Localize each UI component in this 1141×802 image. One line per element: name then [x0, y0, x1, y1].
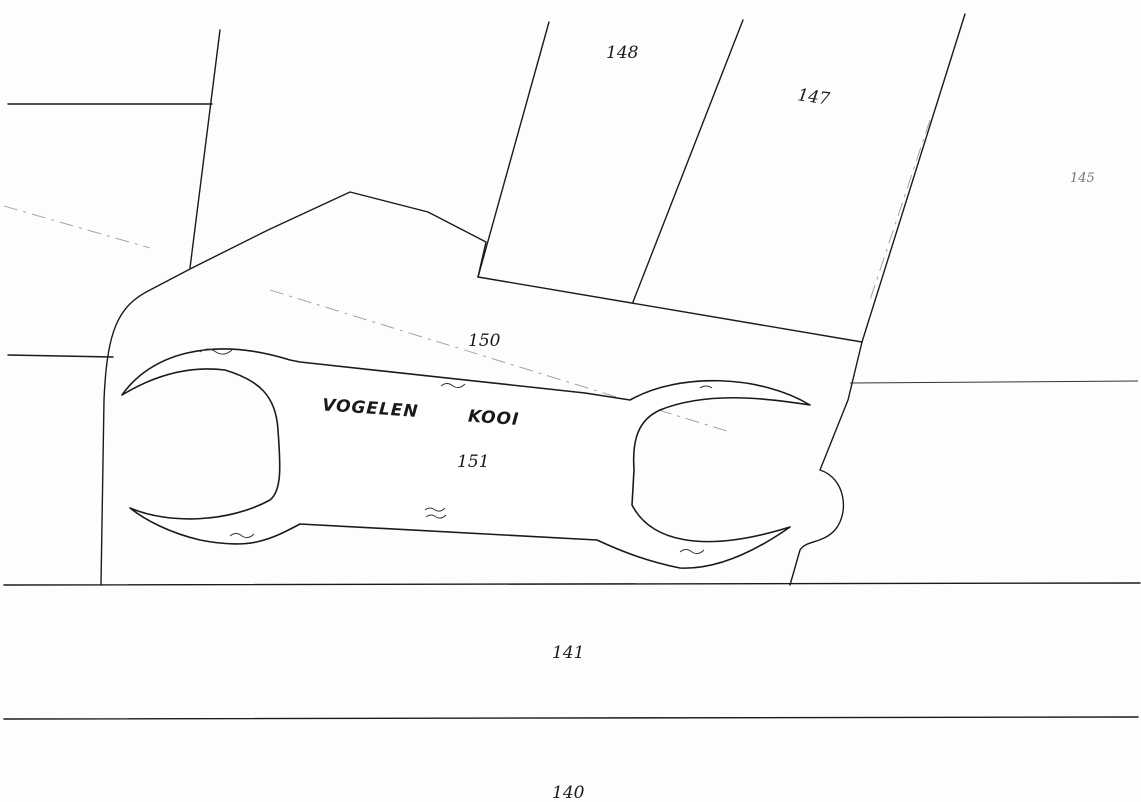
parcel-label-141: 141: [552, 643, 584, 663]
water-mark-6: [699, 385, 713, 389]
boundary-top-left-vertical: [189, 29, 221, 269]
decoy-pond: [121, 348, 811, 569]
boundary-141-bottom: [3, 716, 1139, 720]
place-name-kooi: KOOI: [467, 406, 520, 430]
boundary-148-147: [632, 19, 744, 303]
water-mark-4: [229, 533, 255, 539]
boundary-141-top: [3, 582, 1141, 586]
water-mark-5: [679, 549, 705, 555]
parcel-label-148: 148: [606, 43, 639, 63]
boundary-147-right: [861, 13, 966, 343]
faint-line-left: [3, 205, 151, 249]
water-mark-1: [199, 348, 233, 355]
boundary-strips-bottom: [477, 276, 863, 343]
water-mark-2: [440, 383, 466, 389]
boundary-148-left: [477, 21, 550, 278]
boundary-left-horizontal: [7, 354, 114, 358]
parcel-label-151: 151: [457, 452, 489, 472]
parcel-label-147: 147: [796, 85, 831, 109]
parcel-label-150: 150: [468, 331, 501, 351]
boundary-decoy-enclosure: [100, 191, 863, 586]
boundary-145-dashed: [869, 119, 931, 301]
parcel-label-145: 145: [1070, 171, 1095, 186]
boundary-right-horizontal: [849, 380, 1139, 384]
faint-line-diagonal: [269, 289, 731, 433]
water-mark-3: [424, 507, 447, 519]
parcel-label-140: 140: [552, 783, 585, 802]
